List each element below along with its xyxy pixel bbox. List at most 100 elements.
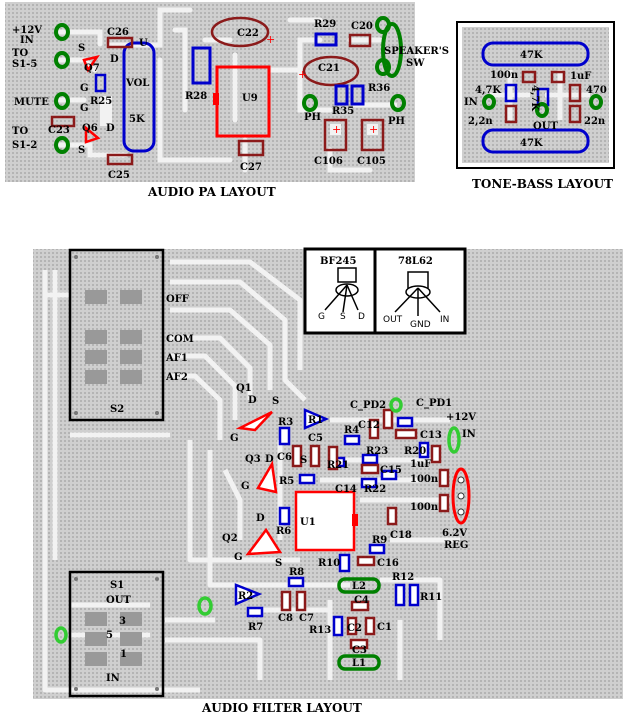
r12-label: R12 xyxy=(392,572,414,583)
tone-470: 470 xyxy=(586,85,607,96)
filter-100n-b: 100n xyxy=(410,502,439,513)
reg-label: REG xyxy=(444,540,468,551)
r13-label: R13 xyxy=(309,625,331,636)
s2-com-label: COM xyxy=(166,334,194,345)
pa-mute-label: MUTE xyxy=(14,97,49,108)
78l62-in: IN xyxy=(440,315,449,325)
filter-board xyxy=(33,247,623,699)
s2-af1-label: AF1 xyxy=(165,353,188,364)
q7-s-label: S xyxy=(78,43,85,54)
78l62-gnd: GND xyxy=(410,320,431,330)
tone-47k-top: 47K xyxy=(520,50,543,61)
c4-label: C4 xyxy=(354,595,369,606)
q2-label: Q2 xyxy=(222,533,238,544)
q2-d: D xyxy=(256,513,265,524)
r29-label: R29 xyxy=(314,19,336,30)
pa-labels: +12V IN TO S1-5 MUTE TO S1-2 C26 U S Q7 … xyxy=(12,19,449,199)
r7-label: R7 xyxy=(248,622,263,633)
q7-d-label: D xyxy=(110,54,119,65)
r6-label: R6 xyxy=(276,526,291,537)
reg-6-2v-label: 6.2V xyxy=(442,528,467,539)
tone-1uf: 1uF xyxy=(570,71,591,82)
u-label: U xyxy=(139,38,148,49)
c5-label: C5 xyxy=(308,433,323,444)
c20-label: C20 xyxy=(351,21,373,32)
tone-board xyxy=(456,21,615,169)
q1-s: S xyxy=(272,396,279,407)
c2-label: C2 xyxy=(347,623,362,634)
pa-caption: AUDIO PA LAYOUT xyxy=(147,185,276,199)
c-pd1-label: C_PD1 xyxy=(416,398,452,409)
r28-label: R28 xyxy=(185,91,207,102)
q3-label: Q3 xyxy=(245,454,261,465)
c18-label: C18 xyxy=(390,530,412,541)
q7-label: Q7 xyxy=(84,63,100,74)
r11-label: R11 xyxy=(420,592,442,603)
r21-label: R21 xyxy=(327,460,349,471)
q3-s: S xyxy=(300,455,307,466)
s2-label: S2 xyxy=(110,404,124,415)
c13-label: C13 xyxy=(420,430,442,441)
s2-af2-label: AF2 xyxy=(165,372,188,383)
q1-d: D xyxy=(248,395,257,406)
r1-label: R1 xyxy=(308,415,323,426)
pa-in-label: IN xyxy=(20,35,34,46)
ph2-label: PH xyxy=(388,116,405,127)
pa-s15-label: S1-5 xyxy=(12,59,37,70)
q7-g-label: G xyxy=(80,83,89,94)
78l62-label: 78L62 xyxy=(398,256,433,267)
sw-label: SW xyxy=(406,58,425,69)
q1-label: Q1 xyxy=(236,383,252,394)
r5-label: R5 xyxy=(279,476,294,487)
s2-off-label: OFF xyxy=(166,294,189,305)
q1-g: G xyxy=(230,433,239,444)
r36-label: R36 xyxy=(368,83,390,94)
c21-label: C21 xyxy=(318,63,340,74)
78l62-out: OUT xyxy=(383,315,403,325)
u1-label: U1 xyxy=(300,517,316,528)
r2-label: R2 xyxy=(238,591,253,602)
vol-label: VOL xyxy=(125,78,149,89)
tone-caption: TONE-BASS LAYOUT xyxy=(472,177,613,191)
filter-labels: S2 OFF COM AF1 AF2 S1 OUT 3 5 1 IN BF245… xyxy=(106,256,476,715)
r9-label: R9 xyxy=(372,535,387,546)
c-pd2-label: C_PD2 xyxy=(350,400,386,411)
tone-22n-a: 2,2n xyxy=(468,116,493,127)
q3-d: D xyxy=(265,454,274,465)
c21-plus: + xyxy=(298,68,307,81)
tone-22n-b: 22n xyxy=(584,116,606,127)
c105-plus: + xyxy=(369,123,378,136)
bf245-d: D xyxy=(358,312,365,322)
r25-label: R25 xyxy=(90,96,112,107)
u9-label: U9 xyxy=(242,93,258,104)
c14-label: C14 xyxy=(335,484,357,495)
r20-label: R20 xyxy=(404,446,426,457)
r8-label: R8 xyxy=(289,567,304,578)
filter-12v-label: +12V xyxy=(446,412,476,423)
q6-d-label: D xyxy=(106,123,115,134)
c22-plus: + xyxy=(266,33,275,46)
filter-100n-a: 100n xyxy=(410,474,439,485)
pa-12v-label: +12V xyxy=(12,25,42,36)
q6-g-label: G xyxy=(80,103,89,114)
q3-g: G xyxy=(241,481,250,492)
filter-in-label: IN xyxy=(462,429,476,440)
r35-label: R35 xyxy=(332,106,354,117)
speakers-label: SPEAKER'S xyxy=(384,46,449,57)
c106-label: C106 xyxy=(314,156,343,167)
bf245-label: BF245 xyxy=(320,256,356,267)
tone-47k-vertical: 4,7K xyxy=(529,85,540,111)
r23-label: R23 xyxy=(366,446,388,457)
c12-label: C12 xyxy=(358,420,380,431)
c6-label: C6 xyxy=(277,452,292,463)
c105-label: C105 xyxy=(357,156,386,167)
pa-s12-label: S1-2 xyxy=(12,140,37,151)
c3-label: C3 xyxy=(352,645,367,656)
tone-47k-bottom: 47K xyxy=(520,138,543,149)
c23-label: C23 xyxy=(48,125,70,136)
q2-g: G xyxy=(234,552,243,563)
r4-label: R4 xyxy=(344,425,359,436)
c26-label: C26 xyxy=(107,27,129,38)
s1-out-label: OUT xyxy=(106,595,131,606)
